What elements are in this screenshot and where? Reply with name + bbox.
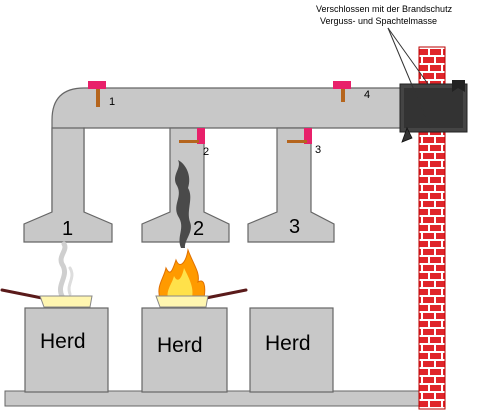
stove-label-1: Herd <box>40 330 86 353</box>
damper-4: 4 <box>333 81 370 102</box>
hood-number-3: 3 <box>289 216 300 238</box>
damper-label-4: 4 <box>364 89 370 101</box>
damper-3: 3 <box>287 128 321 156</box>
damper-label-2: 2 <box>203 146 209 158</box>
stove-3 <box>249 307 334 393</box>
hood-1 <box>23 127 113 243</box>
damper-label-1: 1 <box>109 96 115 108</box>
smoke-column <box>175 160 191 248</box>
stove-1 <box>24 307 109 393</box>
stove-2 <box>141 307 228 393</box>
steam <box>58 241 68 299</box>
pan-1 <box>0 288 93 308</box>
hood-number-1: 1 <box>62 218 73 240</box>
fire-sealant <box>452 80 465 92</box>
stove-label-2: Herd <box>157 334 203 357</box>
hood-number-2: 2 <box>193 218 204 240</box>
main-duct <box>51 87 403 213</box>
stove-label-3: Herd <box>265 332 311 355</box>
annotation-line-2: Verguss- und Spachtelmasse <box>320 16 437 26</box>
damper-1: 1 <box>88 81 115 108</box>
hood-3 <box>247 127 335 243</box>
damper-2: 2 <box>179 128 209 158</box>
annotation-line-1: Verschlossen mit der Brandschutz <box>316 4 453 14</box>
annotation-leader-1 <box>387 27 429 85</box>
pan-2 <box>155 288 248 308</box>
floor <box>4 390 421 407</box>
damper-label-3: 3 <box>315 144 321 156</box>
annotation-leader-2 <box>387 27 431 129</box>
